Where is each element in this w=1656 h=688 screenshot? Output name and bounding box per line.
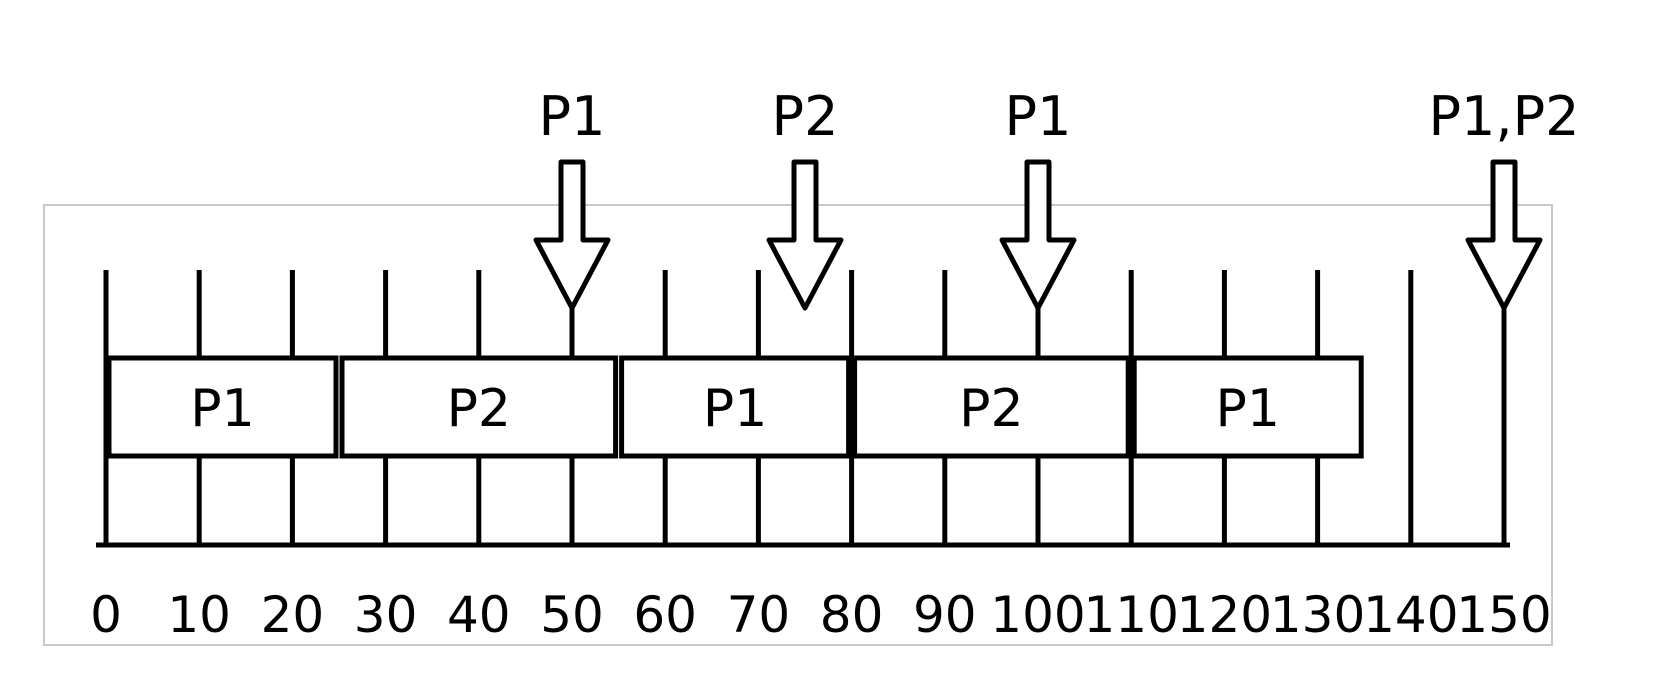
schedule-block-rect [339, 355, 619, 459]
arrival-arrow-3: P1,P2 [1428, 85, 1580, 311]
schedule-block-2: P1 [619, 355, 852, 459]
schedule-block-label: P1 [190, 379, 254, 439]
arrival-arrow-1: P2 [766, 85, 844, 311]
tick-label-30: 30 [354, 586, 418, 644]
tick-label-10: 10 [167, 586, 231, 644]
tick-label-60: 60 [633, 586, 697, 644]
schedule-blocks: P1 P2 P1 P2 P1 [106, 355, 1364, 459]
schedule-block-label: P1 [1215, 379, 1279, 439]
schedule-block-4: P1 [1131, 355, 1364, 459]
schedule-block-rect [106, 355, 339, 459]
tick-label-50: 50 [540, 586, 604, 644]
arrival-arrow-0: P1 [533, 85, 611, 311]
schedule-block-rect [619, 355, 852, 459]
tick-label-140: 140 [1363, 586, 1458, 644]
tick-label-120: 120 [1177, 586, 1272, 644]
arrival-arrow-2: P1 [999, 85, 1077, 311]
tick-label-90: 90 [913, 586, 977, 644]
arrival-label: P2 [772, 85, 839, 148]
tick-label-150: 150 [1456, 586, 1551, 644]
schedule-block-0: P1 [106, 355, 339, 459]
tick-label-20: 20 [261, 586, 325, 644]
down-arrow-icon [533, 159, 611, 311]
tick-label-130: 130 [1270, 586, 1365, 644]
down-arrow-icon [1465, 159, 1543, 311]
schedule-block-label: P2 [959, 379, 1023, 439]
tick-label-40: 40 [447, 586, 511, 644]
down-arrow-icon [766, 159, 844, 311]
arrival-markers: P1 P2 P1 P1,P2 [533, 85, 1580, 311]
schedule-block-label: P2 [447, 379, 511, 439]
arrival-label: P1 [1005, 85, 1072, 148]
arrival-label: P1 [539, 85, 606, 148]
tick-label-110: 110 [1083, 586, 1178, 644]
schedule-block-3: P2 [852, 355, 1131, 459]
arrival-label: P1,P2 [1428, 85, 1579, 148]
tick-label-100: 100 [990, 586, 1085, 644]
schedule-block-rect [1131, 355, 1364, 459]
schedule-block-rect [852, 355, 1131, 459]
down-arrow-icon [999, 159, 1077, 311]
tick-label-80: 80 [820, 586, 884, 644]
tick-label-70: 70 [727, 586, 791, 644]
tick-label-0: 0 [90, 586, 122, 644]
schedule-block-label: P1 [703, 379, 767, 439]
schedule-block-1: P2 [339, 355, 619, 459]
